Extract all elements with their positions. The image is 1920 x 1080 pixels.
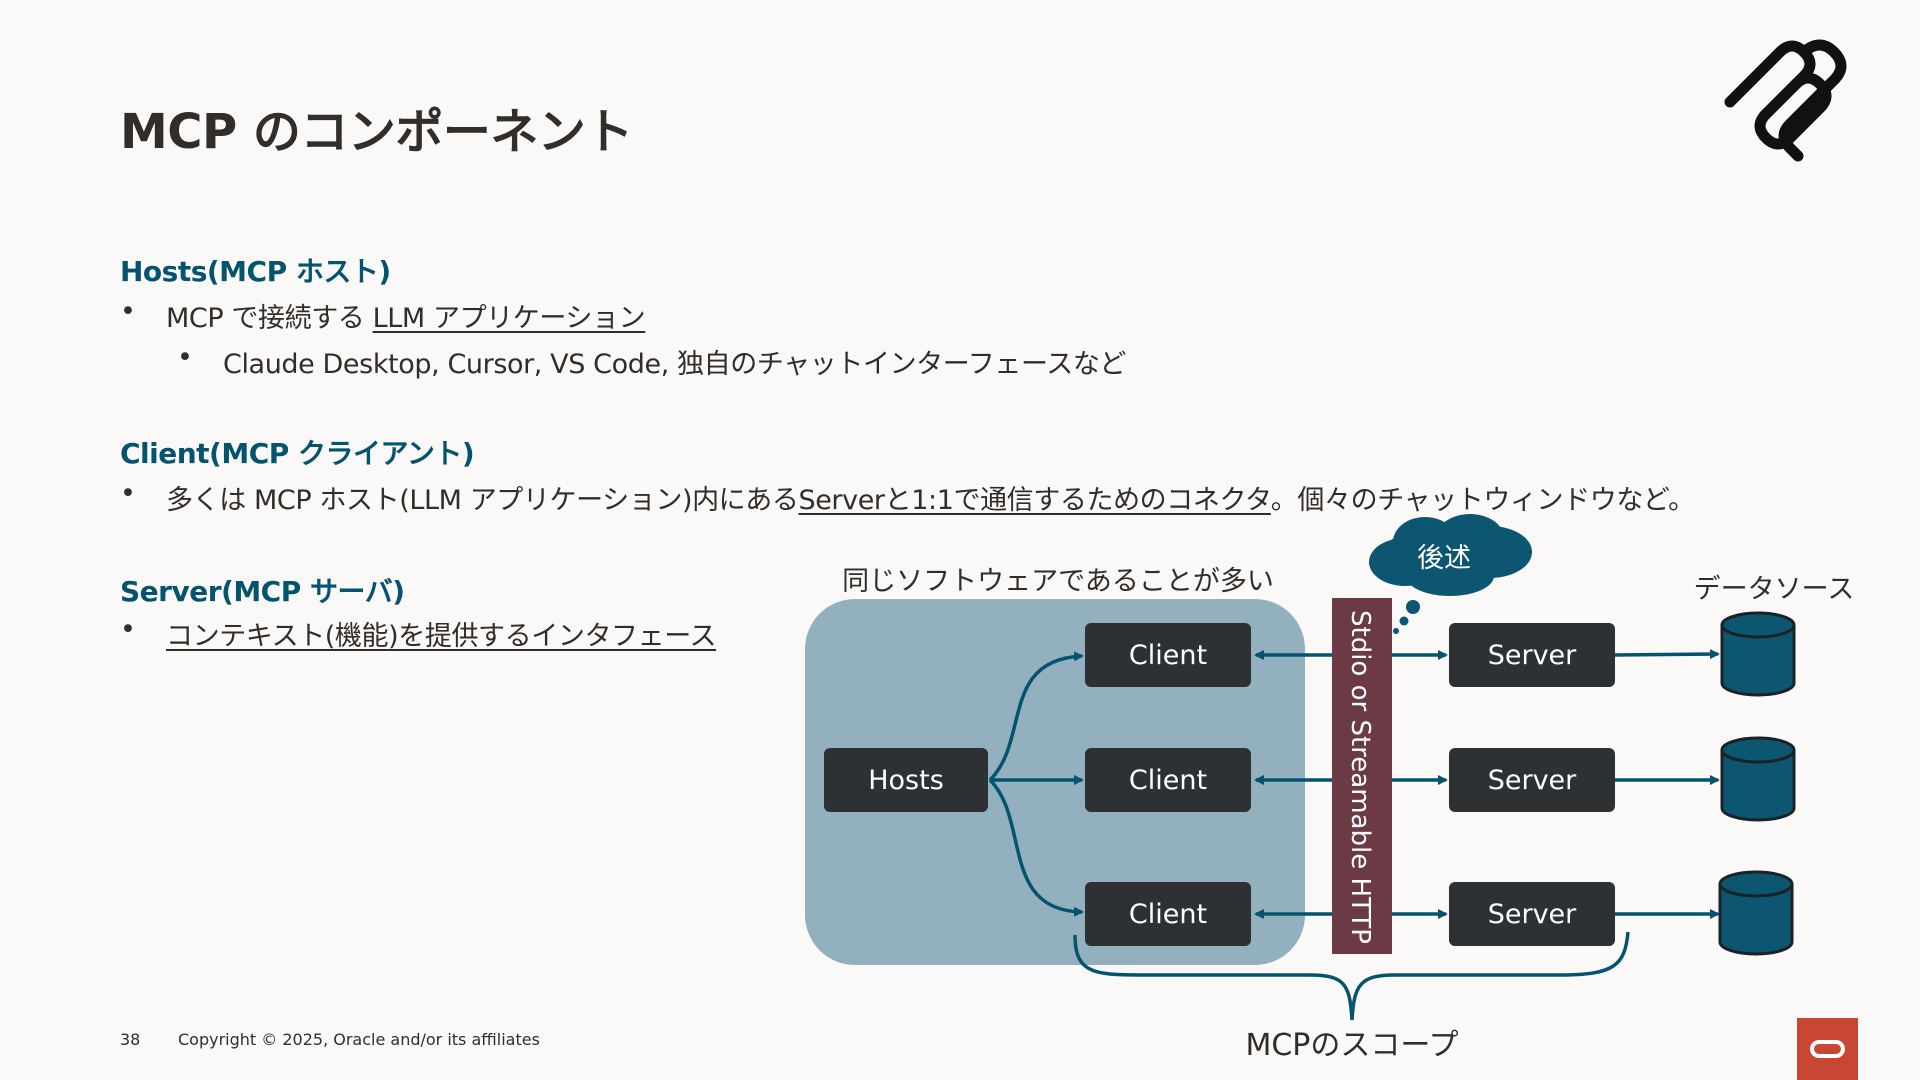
bullet-dot: • (120, 478, 136, 509)
client-heading: Client(MCP クライアント) (120, 437, 475, 470)
server-box-3-label: Server (1488, 899, 1577, 930)
hosts-box (824, 748, 988, 812)
server-1-to-db-arrow (1614, 649, 1720, 660)
hosts-examples-text: Claude Desktop, Cursor, VS Code, 独自のチャット… (223, 349, 1127, 380)
database-icon (1720, 611, 1796, 697)
scope-brace (1073, 931, 1630, 1021)
client-box-2-label: Client (1129, 765, 1207, 796)
data-source-label: データソース (1694, 574, 1855, 605)
page-number: 38 (120, 1030, 141, 1049)
bullet-dot: • (120, 296, 136, 327)
server-bullet: • コンテキスト(機能)を提供するインタフェース (120, 614, 820, 654)
bullet-dot: • (120, 614, 136, 645)
server-box-1 (1449, 623, 1615, 687)
host-region (805, 599, 1305, 965)
client-bullet-suffix: 。個々のチャットウィンドウなど。 (1270, 485, 1695, 516)
cloud-label: 後述 (1417, 543, 1471, 574)
database-icon (1718, 870, 1794, 956)
client-bullet: • 多くは MCP ホスト(LLM アプリケーション)内にあるServerと1:… (120, 478, 1800, 518)
client-box-1 (1085, 623, 1251, 687)
client-box-3 (1085, 882, 1251, 946)
hosts-to-client-3-arrow (988, 778, 1084, 917)
page-title: MCP のコンポーネント (120, 104, 633, 160)
server-box-2-label: Server (1488, 765, 1577, 796)
hosts-bullet-text: MCP で接続する (166, 303, 373, 334)
llm-application-link: LLM アプリケーション (372, 303, 646, 334)
hosts-bullet: • MCP で接続する LLM アプリケーション (120, 296, 1020, 336)
hosts-box-label: Hosts (868, 765, 944, 796)
client-bullet-prefix: 多くは MCP ホスト(LLM アプリケーション)内にある (166, 485, 799, 516)
server-box-3 (1449, 882, 1615, 946)
scope-label: MCPのスコープ (1245, 1028, 1458, 1063)
connector-link: Serverと1:1で通信するためのコネクタ (798, 485, 1271, 516)
oracle-logo (1797, 1018, 1858, 1080)
server-heading: Server(MCP サーバ) (120, 575, 405, 608)
client-box-3-label: Client (1129, 899, 1207, 930)
bullet-dot: • (177, 342, 193, 373)
same-software-label: 同じソフトウェアであることが多い (842, 566, 1274, 597)
hosts-to-client-1-arrow (988, 651, 1084, 782)
client-box-2 (1085, 748, 1251, 812)
transport-label: Stdio or Streamable HTTP (1345, 610, 1375, 944)
copyright-text: Copyright © 2025, Oracle and/or its affi… (178, 1030, 540, 1049)
oracle-ring-icon (1810, 1040, 1845, 1058)
hosts-sub-bullet: • Claude Desktop, Cursor, VS Code, 独自のチャ… (177, 342, 1277, 382)
cloud-callout: 後述 (1369, 514, 1532, 634)
server-box-1-label: Server (1488, 640, 1577, 671)
server-box-2 (1449, 748, 1615, 812)
hosts-heading: Hosts(MCP ホスト) (120, 255, 391, 288)
mcp-logo (1724, 39, 1847, 162)
client-box-1-label: Client (1129, 640, 1207, 671)
context-interface-link: コンテキスト(機能)を提供するインタフェース (166, 621, 717, 652)
transport-bar (1332, 598, 1392, 954)
database-icon (1720, 736, 1796, 822)
